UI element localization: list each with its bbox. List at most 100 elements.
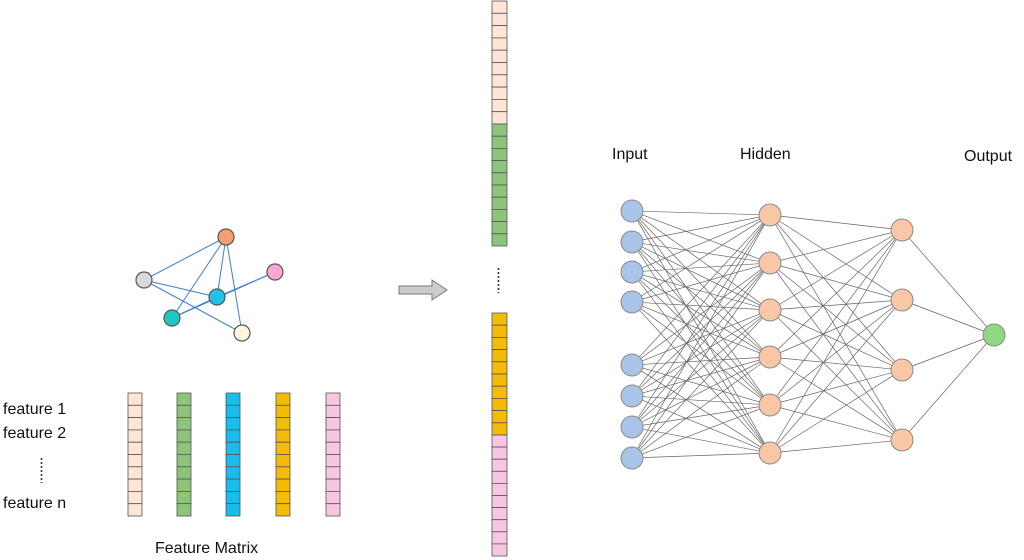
network-edge — [631, 262, 771, 366]
vector-cell — [491, 172, 508, 186]
matrix-cell — [325, 392, 341, 406]
network-edge — [631, 210, 771, 311]
graph-node — [163, 309, 181, 327]
matrix-cell — [275, 454, 291, 468]
hidden-neuron — [758, 393, 782, 417]
matrix-cell — [176, 429, 192, 443]
vector-cell — [491, 324, 508, 338]
vector-cell — [491, 470, 508, 484]
network-edge — [631, 262, 771, 303]
vector-cell — [491, 312, 508, 326]
vector-cell — [491, 507, 508, 521]
matrix-cell — [127, 417, 143, 431]
network-edge — [901, 299, 995, 336]
vector-cell — [491, 410, 508, 424]
vector-cell — [491, 184, 508, 198]
matrix-cell — [176, 490, 192, 505]
vector-cell — [491, 221, 508, 235]
network-edge — [631, 356, 771, 459]
network-edge — [769, 214, 903, 301]
graph-node — [208, 288, 226, 306]
network-edge — [631, 214, 771, 243]
vector-cell — [491, 434, 508, 448]
matrix-cell — [275, 417, 291, 431]
vector-cell — [491, 349, 508, 363]
network-edge — [631, 271, 771, 311]
vector-ellipsis — [497, 267, 500, 293]
output-neuron — [982, 323, 1006, 347]
graph-edge — [171, 236, 227, 319]
matrix-column — [275, 392, 291, 517]
vector-cell — [491, 99, 508, 113]
vector-cell — [491, 0, 508, 14]
network-edge — [769, 229, 903, 406]
network-edge — [769, 262, 903, 301]
vector-cell — [491, 446, 508, 460]
network-edge — [631, 395, 771, 406]
matrix-cell — [127, 478, 143, 492]
input-neuron — [620, 230, 644, 254]
network-edge — [631, 271, 771, 454]
matrix-cell — [176, 392, 192, 406]
feature-2-label: feature 2 — [3, 425, 67, 442]
vector-cell — [491, 233, 508, 247]
matrix-cell — [275, 404, 291, 418]
feature-ellipsis — [40, 457, 43, 483]
matrix-cell — [275, 478, 291, 492]
graph-node — [135, 271, 153, 289]
vector-cell — [491, 208, 508, 222]
vector-cell — [491, 495, 508, 509]
matrix-cell — [176, 454, 192, 468]
vector-cell — [491, 123, 508, 137]
network-edge — [631, 210, 771, 264]
network-edge — [631, 309, 771, 428]
network-nodes — [620, 199, 1006, 470]
vector-cell — [491, 397, 508, 411]
network-edge — [631, 210, 771, 216]
network-edge — [631, 241, 771, 311]
vector-cell — [491, 62, 508, 76]
hidden-neuron — [890, 358, 914, 382]
network-edge — [769, 356, 903, 371]
transform-arrow — [398, 279, 448, 301]
graph-edge — [225, 236, 243, 334]
matrix-cell — [275, 503, 291, 517]
network-edge — [631, 309, 771, 459]
vector-cell — [491, 482, 508, 496]
network-edge — [769, 214, 903, 441]
network-edge — [769, 356, 903, 441]
feature-n-label: feature n — [3, 495, 67, 512]
feature-1-label: feature 1 — [3, 401, 67, 418]
network-edge — [631, 309, 771, 366]
network-edge — [631, 214, 771, 428]
hidden-neuron — [758, 298, 782, 322]
network-edge — [769, 262, 903, 441]
vector-cell — [491, 37, 508, 51]
vector-cell — [491, 12, 508, 27]
network-edge — [901, 229, 995, 336]
input-neuron — [620, 384, 644, 408]
matrix-column — [127, 392, 143, 517]
input-layer-label: Input — [612, 146, 648, 163]
matrix-cell — [275, 490, 291, 505]
matrix-cell — [176, 503, 192, 517]
network-edge — [769, 229, 903, 454]
network-edge — [631, 262, 771, 273]
matrix-cell — [225, 404, 241, 418]
network-edge — [631, 241, 771, 264]
matrix-cell — [325, 503, 341, 517]
graph-edge — [143, 279, 243, 334]
network-edge — [769, 229, 903, 264]
matrix-cell — [325, 429, 341, 443]
network-edge — [769, 299, 903, 358]
matrix-cell — [225, 429, 241, 443]
network-edge — [631, 301, 771, 454]
network-edge — [631, 214, 771, 366]
hidden-neuron — [758, 441, 782, 465]
hidden-neuron — [890, 288, 914, 312]
network-edge — [769, 214, 903, 371]
matrix-cell — [127, 466, 143, 480]
graph-edge — [143, 279, 218, 298]
vector-segment — [491, 312, 508, 436]
